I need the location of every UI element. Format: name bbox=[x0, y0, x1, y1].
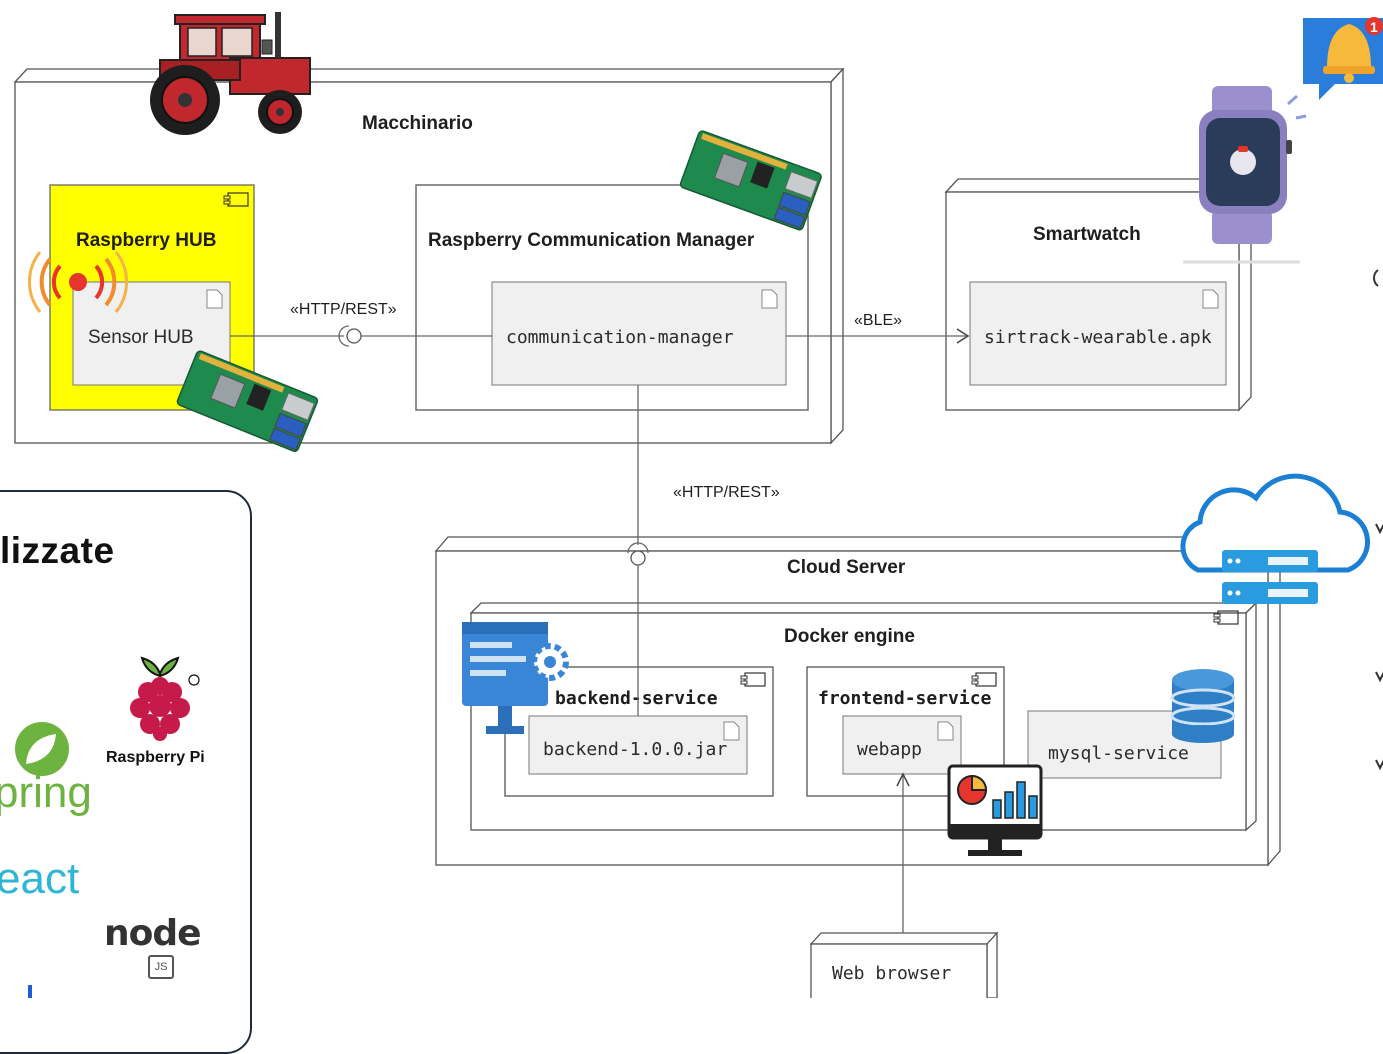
artifact-icon bbox=[761, 289, 778, 309]
analytics-monitor-icon bbox=[947, 764, 1043, 856]
ble-connection: «BLE» bbox=[786, 312, 970, 344]
notification-count: 1 bbox=[1370, 19, 1378, 35]
cloud-server-title: Cloud Server bbox=[787, 557, 906, 578]
mysql-service-label: mysql-service bbox=[1048, 743, 1189, 764]
backend-artifact-label: backend-1.0.0.jar bbox=[543, 739, 727, 760]
component-icon bbox=[223, 192, 249, 207]
tractor-icon bbox=[150, 12, 311, 135]
database-icon bbox=[1170, 669, 1236, 743]
smartwatch-artifact-label: sirtrack-wearable.apk bbox=[984, 327, 1212, 348]
artifact-icon bbox=[723, 721, 740, 741]
smartwatch-node: Smartwatch sirtrack-wearable.apk bbox=[944, 177, 1253, 412]
docker-engine-title: Docker engine bbox=[784, 626, 915, 647]
smartwatch-icon bbox=[1183, 86, 1307, 264]
raspberry-hub-component: Raspberry HUB Sensor HUB bbox=[49, 184, 255, 411]
raspberry-board-icon bbox=[679, 130, 822, 231]
notification-bell-icon: 1 bbox=[1303, 17, 1383, 100]
artifact-icon bbox=[206, 289, 223, 309]
frontend-service-component: frontend-service webapp bbox=[806, 666, 1005, 797]
spring-leaf-icon bbox=[15, 722, 69, 776]
artifact-icon bbox=[1202, 289, 1219, 309]
cutoff-marks bbox=[1373, 269, 1383, 771]
partial-logo-icon bbox=[28, 985, 32, 998]
smartwatch-title: Smartwatch bbox=[1033, 224, 1141, 245]
sensor-hub-label: Sensor HUB bbox=[88, 327, 194, 348]
web-browser-label: Web browser bbox=[832, 963, 951, 984]
http-rest-connection-1: «HTTP/REST» bbox=[230, 301, 492, 347]
raspberry-pi-logo-icon bbox=[130, 656, 200, 741]
technologies-title: lizzate bbox=[0, 530, 115, 571]
frontend-service-title: frontend-service bbox=[818, 688, 992, 709]
spring-label: pring bbox=[0, 768, 92, 817]
react-label: eact bbox=[0, 854, 80, 903]
web-browser-node: Web browser bbox=[809, 931, 999, 998]
raspberry-pi-label: Raspberry Pi bbox=[106, 749, 205, 766]
artifact-icon bbox=[937, 721, 954, 741]
deployment-diagram: Macchinario Raspberry HUB Sensor HUB Ras… bbox=[13, 12, 1383, 998]
component-icon bbox=[1213, 610, 1239, 625]
raspberry-hub-title: Raspberry HUB bbox=[76, 230, 216, 251]
comm-manager-artifact bbox=[491, 281, 787, 386]
http-rest-label-2: «HTTP/REST» bbox=[673, 484, 780, 501]
frontend-artifact-label: webapp bbox=[857, 739, 922, 760]
comm-manager-node: Raspberry Communication Manager communic… bbox=[415, 184, 809, 411]
nodejs-label: node bbox=[104, 913, 202, 954]
nodejs-badge: JS bbox=[148, 955, 174, 979]
raspberry-board-icon bbox=[176, 350, 319, 453]
backend-service-component: backend-service backend-1.0.0.jar bbox=[504, 666, 774, 797]
http-rest-connection-2: «HTTP/REST» bbox=[627, 385, 780, 716]
notification-badge bbox=[1365, 17, 1383, 35]
ble-label: «BLE» bbox=[854, 312, 902, 329]
component-icon bbox=[971, 672, 997, 687]
code-settings-icon bbox=[462, 622, 569, 734]
http-rest-label-1: «HTTP/REST» bbox=[290, 301, 397, 318]
comm-manager-title: Raspberry Communication Manager bbox=[428, 230, 755, 251]
smartwatch-artifact bbox=[969, 281, 1227, 386]
backend-service-title: backend-service bbox=[555, 688, 718, 709]
comm-manager-artifact-label: communication-manager bbox=[506, 327, 734, 348]
backend-artifact bbox=[528, 715, 748, 775]
sensor-signal-icon bbox=[27, 251, 129, 313]
component-icon bbox=[740, 672, 766, 687]
machine-title: Macchinario bbox=[362, 113, 473, 134]
cloud-server-icon bbox=[1180, 473, 1370, 604]
browser-webapp-connection bbox=[896, 772, 910, 933]
